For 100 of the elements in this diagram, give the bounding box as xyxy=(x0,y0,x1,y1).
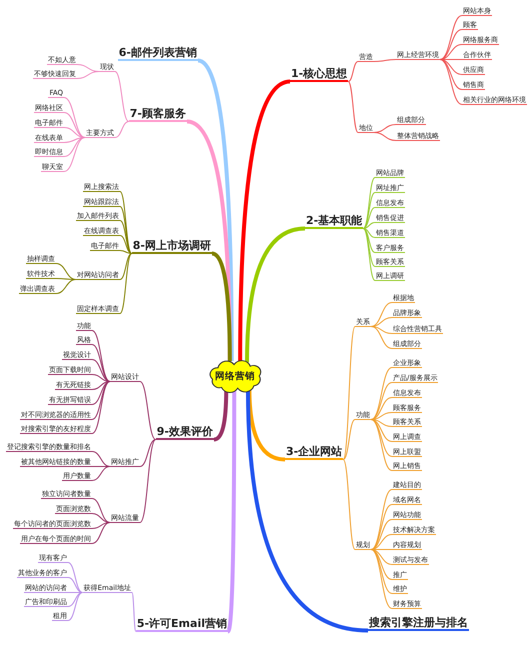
branch-line xyxy=(362,192,376,229)
branch-line xyxy=(374,132,396,141)
main-topic: 1-核心思想 xyxy=(290,66,348,82)
main-topic: 7-顾客服务 xyxy=(128,106,187,122)
branch-line xyxy=(68,562,84,593)
branch-line xyxy=(226,391,236,632)
branch-line xyxy=(440,29,462,60)
branch-line xyxy=(64,112,86,138)
branch-line xyxy=(120,220,132,254)
main-topic: 3-企业网站 xyxy=(285,444,344,460)
branch-line xyxy=(92,344,110,382)
branch-line xyxy=(370,549,392,609)
main-topic: 8-网上市场调研 xyxy=(132,238,212,254)
branch-line xyxy=(440,59,462,105)
branch-line xyxy=(245,226,306,362)
branch-line xyxy=(120,235,132,254)
branch-line xyxy=(92,466,110,467)
branch-line xyxy=(92,381,110,434)
branch-line xyxy=(92,374,110,382)
branch-line xyxy=(56,279,76,294)
branch-line xyxy=(362,228,376,253)
branch-line xyxy=(342,459,356,550)
branch-line xyxy=(197,58,234,362)
branch-line xyxy=(64,137,86,157)
branch-line xyxy=(64,137,86,143)
branch-line xyxy=(92,381,110,405)
branch-line xyxy=(76,71,100,79)
branch-line xyxy=(370,549,392,565)
branch-line xyxy=(440,44,462,60)
branch-line xyxy=(56,278,76,280)
main-topic: 6-邮件列表营销 xyxy=(118,46,198,61)
branch-line xyxy=(370,489,392,550)
branch-line xyxy=(68,577,84,593)
branch-line xyxy=(120,253,132,280)
branch-line xyxy=(68,592,84,607)
branch-line xyxy=(370,302,392,327)
branch-line xyxy=(362,222,376,229)
branch-line xyxy=(92,330,110,382)
branch-line xyxy=(64,127,86,138)
branch-line xyxy=(132,592,136,632)
branch-line xyxy=(68,592,84,621)
branch-line xyxy=(370,549,392,594)
branch-line xyxy=(348,61,358,82)
branch-line xyxy=(370,382,392,420)
branch-line xyxy=(362,228,376,238)
branch-line xyxy=(92,522,110,529)
branch-line xyxy=(370,326,392,334)
branch-line xyxy=(64,137,86,172)
branch-line xyxy=(440,15,462,60)
branch-line xyxy=(362,228,376,267)
branch-line xyxy=(440,59,462,75)
branch-line xyxy=(140,381,156,440)
main-topic: 5-许可Email营销 xyxy=(136,616,228,632)
branch-line xyxy=(92,381,110,390)
branch-line xyxy=(247,388,286,462)
branch-line xyxy=(370,534,392,550)
branch-line xyxy=(56,263,76,280)
branch-line xyxy=(92,522,110,544)
branch-line xyxy=(120,250,132,254)
branch-line xyxy=(114,121,130,138)
main-topic: 2-基本职能 xyxy=(305,214,364,229)
branch-line xyxy=(120,253,132,314)
branch-line xyxy=(140,439,156,523)
branch-line xyxy=(64,97,86,138)
branch-line xyxy=(120,191,132,254)
branch-line xyxy=(68,592,84,593)
branch-line xyxy=(92,466,110,481)
main-topic: 9-效果评价 xyxy=(156,424,214,440)
main-topic: 搜索引擎注册与排名 xyxy=(368,616,469,631)
branch-line xyxy=(370,317,392,327)
branch-line xyxy=(362,207,376,229)
branch-line xyxy=(348,81,358,133)
branch-line xyxy=(92,513,110,523)
branch-line xyxy=(212,252,232,362)
branch-line xyxy=(362,177,376,229)
branch-line xyxy=(246,389,368,632)
branch-line xyxy=(370,419,392,457)
branch-line xyxy=(92,359,110,382)
branch-line xyxy=(440,59,462,60)
branch-line xyxy=(440,59,462,90)
branch-line xyxy=(92,381,110,420)
branch-line xyxy=(114,71,130,122)
branch-line xyxy=(370,419,392,442)
branch-line xyxy=(370,397,392,420)
branch-line xyxy=(140,439,156,467)
branch-line xyxy=(92,451,110,467)
branch-line xyxy=(370,367,392,420)
branch-line xyxy=(120,206,132,254)
branch-line xyxy=(370,504,392,550)
branch-line xyxy=(370,326,392,349)
branch-line xyxy=(370,419,392,427)
branch-line xyxy=(92,498,110,523)
branch-line xyxy=(342,326,356,460)
branch-line xyxy=(370,419,392,471)
branch-line xyxy=(238,80,290,362)
branch-line xyxy=(374,59,396,62)
branch-line xyxy=(362,228,376,281)
branch-line xyxy=(214,390,228,442)
branch-line xyxy=(370,519,392,550)
branch-line xyxy=(342,419,356,460)
